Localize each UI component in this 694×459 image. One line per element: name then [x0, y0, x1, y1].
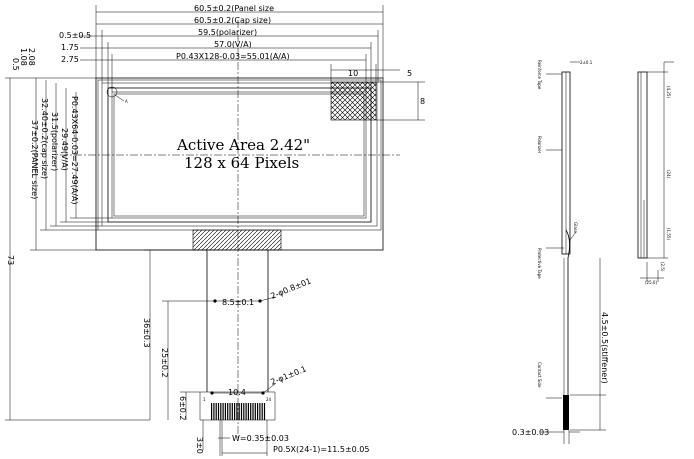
side2-dim-d: (2.5) — [660, 262, 665, 272]
dim-fpc-6: 6±0.2 — [178, 396, 187, 421]
dim-v-208: 2.08 — [27, 48, 36, 66]
fpc-pin — [252, 403, 254, 420]
dim-v-05: 0.5 — [11, 58, 20, 71]
dim-active-area: P0.43X128-0.03=55.01(A/A) — [176, 52, 290, 61]
dim-fpc-36: 36±0.3 — [142, 318, 151, 348]
dim-pitch: P0.5X(24-1)=11.5±0.05 — [273, 445, 369, 454]
dim-cap-height: 32.40±0.2(cap size) — [40, 98, 49, 179]
side-label-contact: Contact Side — [537, 362, 542, 388]
dim-offset-275: 2.75 — [61, 55, 79, 64]
fpc-pin — [236, 403, 238, 420]
dim-104: 10.4 — [228, 388, 246, 397]
dim-fpc-25: 25±0.2 — [160, 348, 169, 378]
dim-pin-width: W=0.35±0.03 — [232, 434, 289, 443]
pixel-detail-block — [330, 81, 377, 121]
side-label-polarizer: Polarizer — [537, 136, 542, 154]
fpc-pin — [247, 403, 249, 420]
fpc-pin — [211, 403, 213, 420]
dim-10: 10 — [348, 69, 358, 78]
side-view-fpc — [565, 229, 570, 430]
fpc-pin — [263, 403, 266, 420]
marker-label: A — [125, 99, 128, 104]
fpc-pin — [259, 403, 261, 420]
side2-dim-c: (1.55) — [666, 228, 671, 240]
dim-v-108: 1.08 — [19, 48, 28, 66]
side-dim-top: 2±0.1 — [580, 60, 593, 65]
active-area-title: Active Area 2.42" — [176, 136, 310, 154]
dim-aa-height: P0.43X64-0.03=27.49(A/A) — [70, 96, 79, 204]
side2-panel — [637, 71, 648, 259]
fpc-pin — [238, 403, 240, 420]
pin-1-label: 1 — [203, 397, 206, 402]
dim-thickness: 0.3±0.03 — [512, 428, 549, 437]
fpc-pin — [222, 403, 224, 420]
fpc-pin — [231, 403, 233, 420]
side-label-glass: Glass — [573, 222, 578, 233]
fpc-pin — [245, 403, 247, 420]
fpc-pin — [257, 403, 259, 420]
side-label-protective: Protective Tape — [537, 248, 542, 279]
fpc-pin — [224, 403, 226, 420]
dim-panel-height: 37±0.2(PANEL size) — [30, 120, 39, 199]
fpc-pin — [234, 403, 236, 420]
dim-offset-175: 1.75 — [61, 43, 79, 52]
side2-dim-b: (24) — [666, 170, 671, 179]
dim-polarizer-height: 31.5(polarizer) — [50, 112, 59, 171]
dim-polarizer: 59.5(polarizer) — [198, 28, 257, 37]
fpc-pin — [227, 403, 229, 420]
dim-viewing-area: 57.0(V/A) — [214, 40, 252, 49]
side2-dim-a: (4.25) — [666, 86, 671, 98]
side2-dim-e: (25.0) — [645, 280, 657, 285]
fpc-pin — [229, 403, 231, 420]
dim-hole-spacing: 8.5±0.1 — [222, 298, 254, 307]
fpc-pin — [261, 403, 263, 420]
fpc-pin — [220, 403, 222, 420]
fpc-pin — [217, 403, 220, 420]
polarizer-outline — [101, 82, 378, 227]
driver-ic — [192, 229, 282, 251]
dim-5: 5 — [407, 69, 412, 78]
dim-cap-size: 60.5±0.2(Cap size) — [194, 16, 271, 25]
dim-stiffener: 4.5±0.5(stiffener) — [600, 312, 609, 384]
fpc-pins — [211, 403, 266, 420]
fpc-pin — [243, 403, 245, 420]
fpc-pin — [215, 403, 217, 420]
active-area-pixels: 128 x 64 Pixels — [184, 154, 299, 172]
dim-fpc-3: 3±0 — [195, 437, 204, 454]
pin-24-label: 24 — [266, 397, 272, 402]
fpc-pin — [250, 403, 252, 420]
dim-hole-diameter-1: 2-φ0.8±01 — [269, 276, 312, 300]
dim-hole-diameter-2: 2-φ1±0.1 — [269, 364, 307, 386]
dim-offset-05: 0.5±0.5 — [59, 31, 91, 40]
fpc-pin — [240, 403, 243, 420]
dim-total-73: 73 — [6, 255, 15, 265]
side-label-reinforce: Reinforce Tape — [537, 60, 542, 90]
side-view-stiffener — [563, 395, 569, 430]
dim-8: 8 — [420, 97, 425, 106]
dim-va-height: 29.49(V/A) — [60, 128, 69, 171]
fpc-pin — [213, 403, 215, 420]
dim-panel-size: 60.5±0.2(Panel size — [194, 4, 274, 13]
fpc-pin — [254, 403, 256, 420]
